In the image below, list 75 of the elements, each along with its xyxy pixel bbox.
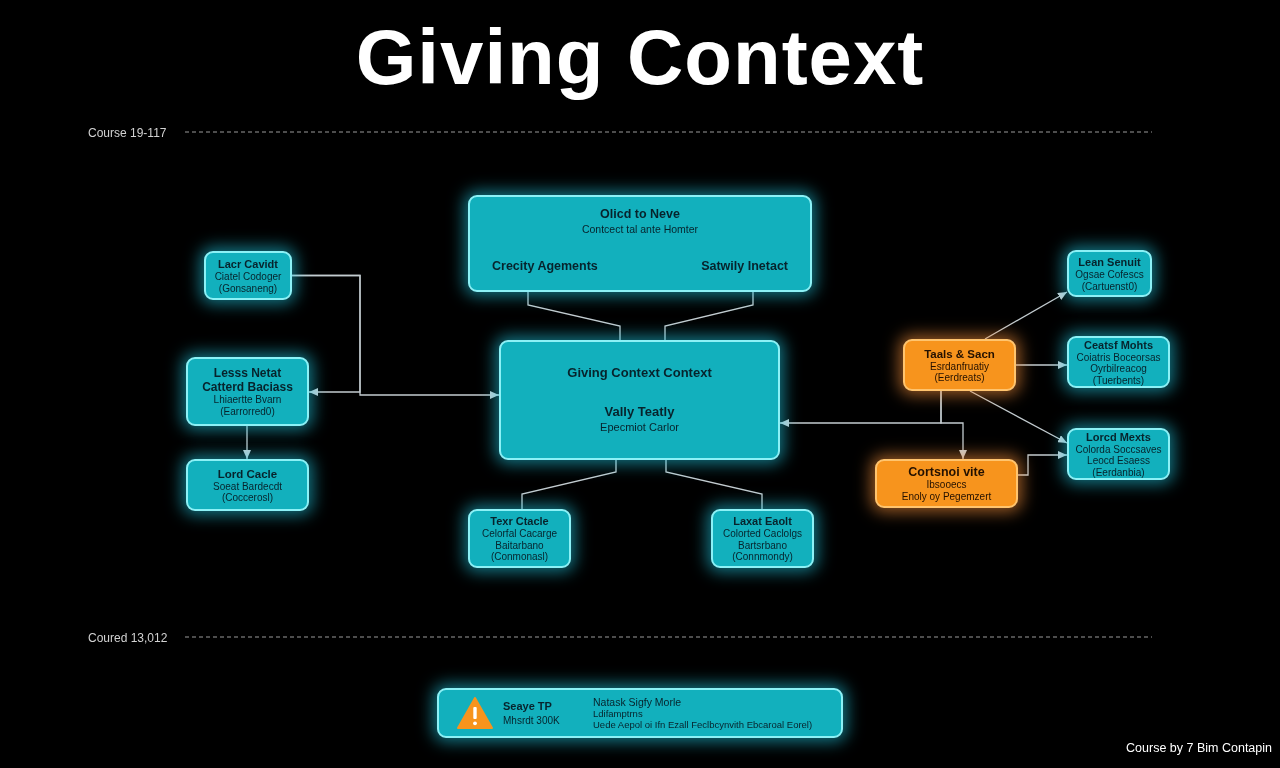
arrow — [1015, 361, 1068, 369]
node-text: Ogsae Cofescs — [1075, 269, 1144, 281]
arrow — [984, 291, 1068, 340]
credit-text: Course by 7 Bim Contapin — [1126, 740, 1272, 757]
process-box — [186, 459, 309, 511]
process-box — [1067, 250, 1152, 297]
node-title: Catterd Baciass — [202, 380, 293, 394]
arrow — [243, 425, 251, 460]
node-title: Lacr Cavidt — [218, 257, 278, 271]
section-label: Coured 13,012 — [88, 630, 168, 647]
node-text: (Eerdreats) — [934, 372, 985, 384]
arrow — [940, 390, 967, 460]
node-text: Baitarbano — [495, 539, 544, 552]
node-title: Olicd to Neve — [600, 206, 680, 222]
node-text: (Conmonasl) — [490, 551, 549, 563]
node-text: Bartsrbano — [738, 539, 787, 552]
node-title: Cortsnoi vite — [908, 465, 985, 479]
node-text: Ibsooecs — [926, 479, 967, 491]
node-heading: Satwily Inetact — [701, 258, 788, 274]
process-box — [499, 340, 780, 460]
node-title: Giving Context Context — [567, 364, 712, 381]
banner-text: Natask Sigfy Morle — [593, 696, 683, 708]
node-title: Texr Ctacle — [490, 514, 549, 529]
node-title: Lean Senuit — [1078, 255, 1141, 269]
node-text: (Earrorred0) — [220, 405, 275, 417]
process-box — [711, 509, 814, 568]
node-text: Leocd Esaess — [1087, 455, 1150, 467]
node-text: Celorfal Cacarge — [481, 528, 557, 540]
node-title: Laxat Eaolt — [733, 514, 792, 529]
process-box — [903, 339, 1016, 391]
connector-line — [527, 291, 621, 341]
node-title: Taals & Sacn — [924, 346, 995, 361]
node-text: Epecmiot Carlor — [600, 420, 679, 435]
node-heading: Vally Teatly — [604, 403, 675, 420]
connector-line — [521, 459, 617, 510]
node-text: (Cartuenst0) — [1081, 280, 1138, 292]
process-box — [468, 509, 571, 568]
process-box — [875, 459, 1018, 508]
node-title: Lesss Netat — [213, 366, 282, 380]
node-text: Coiatris Boceorsas — [1076, 351, 1161, 364]
banner-text: Ldifamptrns — [593, 708, 644, 719]
banner-text: Mhsrdt 300K — [503, 713, 561, 728]
process-box — [204, 251, 292, 300]
connector-line — [665, 459, 763, 510]
node-text: Esrdanfruatiy — [930, 360, 989, 372]
process-box — [1067, 428, 1170, 480]
banner-title: Seaye TP — [503, 698, 553, 714]
process-box — [468, 195, 812, 292]
node-title: Lorcd Mexts — [1086, 429, 1151, 444]
node-text: Oyrbilreacog — [1090, 363, 1147, 375]
info-banner — [437, 688, 843, 738]
node-text: (Eerdanbia) — [1092, 466, 1145, 479]
section-label: Course 19-117 — [88, 125, 167, 142]
arrow — [969, 390, 1068, 444]
arrow — [291, 274, 361, 396]
node-text: (Tuerbents) — [1092, 374, 1145, 387]
process-box — [1067, 336, 1170, 388]
node-title: Ceatsf Mohts — [1083, 337, 1154, 352]
connector-line — [664, 291, 754, 341]
banner-text: Uede Aepol oi Ifn Ezall Feclbcynvith Ebcaroal Eorel) — [593, 719, 813, 730]
node-title: Lord Cacle — [217, 466, 278, 481]
node-text: Colorda Soccsaves — [1075, 443, 1162, 456]
process-box — [186, 357, 309, 426]
node-text: (Coccerosl) — [221, 492, 274, 504]
node-heading: Crecity Agements — [492, 258, 598, 274]
title: Giving Context — [355, 12, 925, 102]
node-text: (Gonsaneng) — [218, 282, 278, 294]
arrow — [1017, 451, 1068, 476]
node-text: (Connmondy) — [732, 551, 793, 563]
node-text: Soeat Bardecdt — [213, 480, 282, 492]
node-text: Ciatel Codoger — [214, 271, 282, 283]
node-text: Colorted Caclolgs — [723, 528, 802, 540]
node-text: Contcect tal ante Homter — [581, 222, 699, 236]
node-text: Enoly oy Pegemzert — [901, 490, 992, 502]
node-text: Lhiaertte Bvarn — [213, 394, 282, 406]
